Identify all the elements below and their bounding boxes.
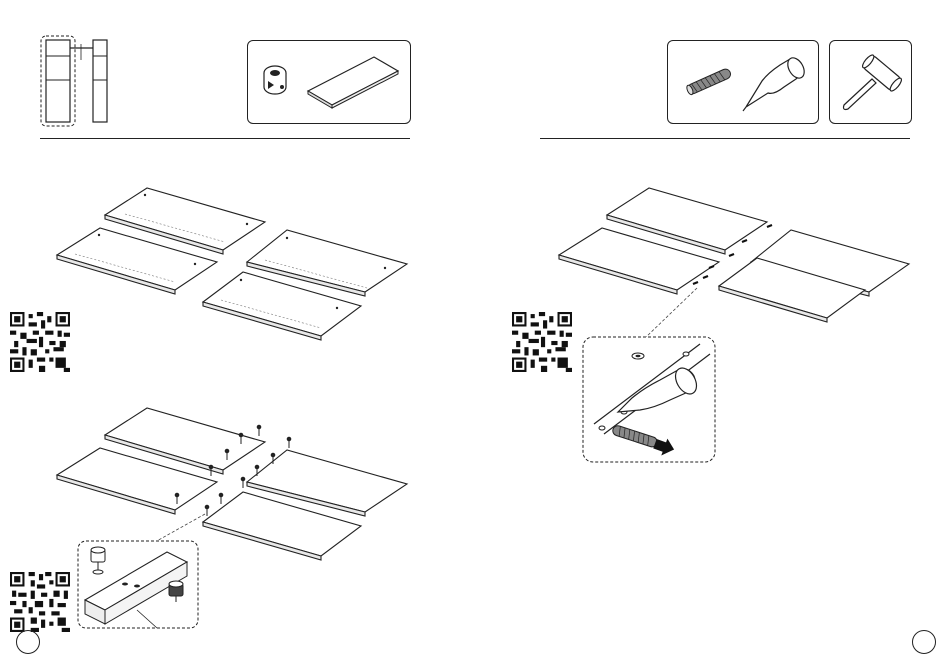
parts-box <box>667 40 819 124</box>
qr-code[interactable] <box>512 312 572 372</box>
tool-box <box>829 40 912 124</box>
cam-bolt-detail-callout <box>77 540 199 630</box>
panel-board-icon <box>302 53 402 111</box>
cam-lock-icon <box>256 59 294 103</box>
dowel-glue-detail-callout <box>582 336 716 464</box>
qr-code[interactable] <box>10 312 70 372</box>
section-divider <box>540 138 910 139</box>
dowel-icon <box>682 63 738 99</box>
glue-bottle-icon <box>740 51 810 113</box>
page-number-right <box>912 630 936 654</box>
parts-box <box>247 40 411 124</box>
qr-code[interactable] <box>10 572 70 632</box>
rubber-mallet-icon <box>836 51 906 113</box>
dowels-layout-illustration <box>557 180 917 345</box>
cabinet-overview-diagram <box>38 34 118 130</box>
panels-layout-illustration <box>55 180 415 345</box>
page-number-left <box>16 630 40 654</box>
section-divider <box>40 138 410 139</box>
